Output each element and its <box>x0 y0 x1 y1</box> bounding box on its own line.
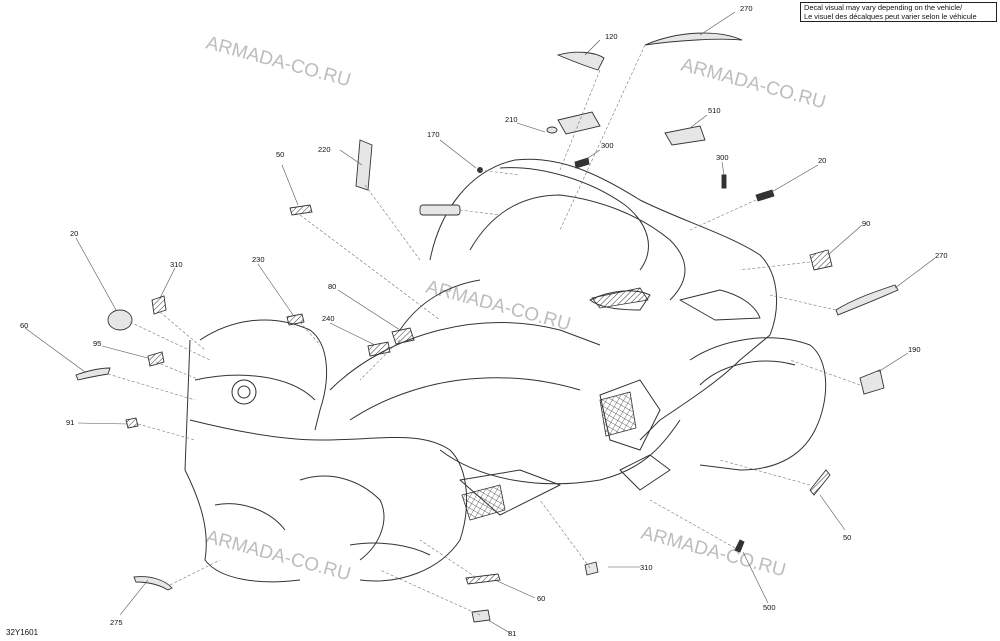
callout-label: 80 <box>328 282 336 291</box>
callout-label: 310 <box>170 260 183 269</box>
callout-label: 90 <box>862 219 870 228</box>
callout-label: 230 <box>252 255 265 264</box>
watermark-text: ARMADA-CO.RU <box>424 277 573 336</box>
vent-grilles <box>461 287 649 521</box>
diagram-reference-code: 32Y1601 <box>6 628 39 637</box>
callout-label: 60 <box>20 321 28 330</box>
callout-label: 50 <box>843 533 851 542</box>
watermark-text: ARMADA-CO.RU <box>679 55 828 114</box>
callout-label: 210 <box>505 115 518 124</box>
callout-label: 300 <box>716 153 729 162</box>
vehicle-body-outline <box>184 158 827 583</box>
callout-label: 310 <box>640 563 653 572</box>
callout-label: 190 <box>908 345 921 354</box>
callout-label: 500 <box>763 603 776 612</box>
callout-label: 20 <box>70 229 78 238</box>
watermark-text: ARMADA-CO.RU <box>639 523 788 582</box>
callout-label: 60 <box>537 594 545 603</box>
callout-label: 220 <box>318 145 331 154</box>
leader-lines <box>24 11 936 634</box>
decals <box>75 32 899 623</box>
callout-label: 50 <box>276 150 284 159</box>
callout-label: 170 <box>427 130 440 139</box>
callout-numbers: 270 120 210 510 170 300 300 20 220 50 90… <box>20 4 948 638</box>
callout-label: 275 <box>110 618 123 627</box>
callout-label: 240 <box>322 314 335 323</box>
callout-label: 120 <box>605 32 618 41</box>
watermark-text: ARMADA-CO.RU <box>204 33 353 92</box>
callout-label: 510 <box>708 106 721 115</box>
watermark-text: ARMADA-CO.RU <box>204 527 353 586</box>
callout-label: 91 <box>66 418 74 427</box>
callout-label: 270 <box>740 4 753 13</box>
callout-label: 270 <box>935 251 948 260</box>
disclaimer-french: Le visuel des décalques peut varier selo… <box>804 11 977 21</box>
callout-label: 300 <box>601 141 614 150</box>
projection-lines <box>107 44 861 616</box>
callout-label: 81 <box>508 629 516 638</box>
decal-disclaimer-box: Decal visual may vary depending on the v… <box>800 2 997 22</box>
callout-label: 95 <box>93 339 101 348</box>
disclaimer-english: Decal visual may vary depending on the v… <box>804 3 963 12</box>
callout-label: 20 <box>818 156 826 165</box>
